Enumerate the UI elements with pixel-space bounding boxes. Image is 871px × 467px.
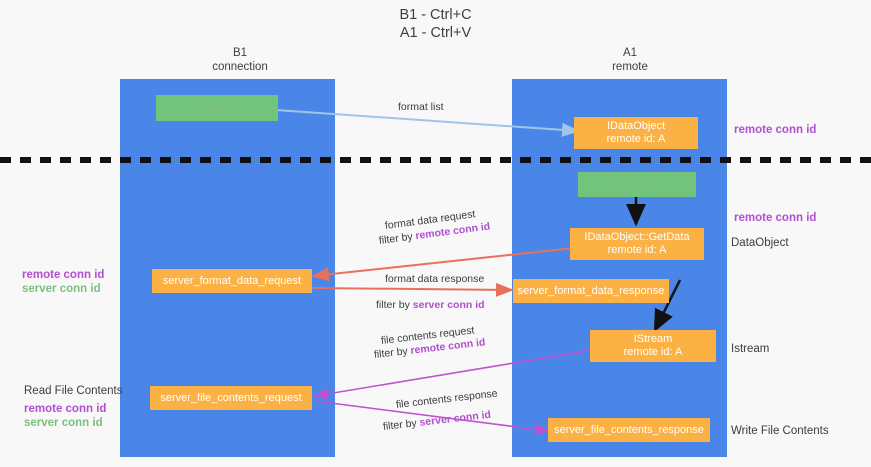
edge-format-data-response (312, 282, 514, 297)
column-header-a1: A1 remote (540, 47, 720, 74)
node-server-format-data-request-label: server_format_data_request (162, 274, 302, 287)
column-header-a1-name: A1 (622, 47, 638, 59)
edge-format-data-request (311, 247, 575, 282)
node-idataobject-line2: remote id: A (606, 133, 666, 145)
edge-label-format-data-response-text: format data response (385, 273, 485, 285)
annotation-remote-conn-id-top: remote conn id (734, 124, 817, 136)
node-istream[interactable]: IStream remote id: A (590, 330, 716, 362)
node-idataobject-line1: IDataObject (606, 120, 666, 132)
title-line-2: A1 - Ctrl+V (399, 25, 472, 41)
node-idataobject-getdata[interactable]: IDataObject::GetData remote id: A (570, 228, 704, 260)
edge-label-format-data-response: format data response (385, 272, 484, 286)
node-server-format-data-response-label: server_format_data_response (517, 284, 665, 297)
node-ctrl-c-label: Ctrl + C (197, 101, 237, 114)
page-title: B1 - Ctrl+C A1 - Ctrl+V (0, 6, 871, 42)
column-header-b1-name: B1 (232, 47, 248, 59)
node-ctrl-v-label: Ctrl + V (617, 178, 657, 190)
node-server-file-contents-response[interactable]: server_file_contents_response (548, 418, 710, 442)
column-header-a1-sub: remote (612, 60, 648, 73)
annotation-left-remote-conn-id-2: remote conn id (24, 403, 107, 415)
node-server-format-data-request[interactable]: server_format_data_request (152, 269, 312, 293)
edge-file-contents-response (314, 400, 550, 435)
node-server-file-contents-request[interactable]: server_file_contents_request (150, 386, 312, 410)
edge-response-to-istream (653, 279, 682, 333)
edge-label-format-list: format list (398, 100, 444, 114)
node-server-file-contents-request-label: server_file_contents_request (160, 391, 302, 404)
column-header-b1: B1 connection (150, 47, 330, 74)
node-server-format-data-response[interactable]: server_format_data_response (513, 279, 669, 303)
edge-label-format-data-response-filter: filter by server conn id (376, 298, 485, 312)
node-server-file-contents-response-label: server_file_contents_response (554, 423, 704, 436)
annotation-dataobject: DataObject (731, 237, 789, 249)
annotation-remote-conn-id-mid: remote conn id (734, 212, 817, 224)
title-line-1: B1 - Ctrl+C (399, 7, 472, 23)
node-istream-line1: IStream (633, 333, 673, 345)
edge-file-contents-request (313, 349, 593, 400)
column-header-b1-sub: connection (212, 60, 268, 73)
annotation-left-remote-conn-id: remote conn id (22, 269, 105, 281)
annotation-write-file-contents: Write File Contents (731, 425, 829, 437)
annotation-left-server-conn-id: server conn id (22, 283, 101, 295)
annotation-istream: Istream (731, 343, 770, 355)
node-ctrl-c[interactable]: Ctrl + C (156, 95, 278, 121)
node-idataobject[interactable]: IDataObject remote id: A (574, 117, 698, 149)
filter-key-server-conn-id: server conn id (412, 299, 485, 311)
node-getdata-line1: IDataObject::GetData (584, 231, 690, 243)
node-istream-line2: remote id: A (623, 346, 683, 358)
filter-prefix: filter by (376, 299, 413, 311)
node-getdata-line2: remote id: A (607, 244, 667, 256)
annotation-read-file-contents: Read File Contents (24, 385, 123, 397)
edge-format-list (275, 109, 580, 137)
edge-label-format-list-text: format list (398, 101, 444, 113)
annotation-left-server-conn-id-2: server conn id (24, 417, 103, 429)
node-ctrl-v[interactable]: Ctrl + V (578, 172, 696, 197)
